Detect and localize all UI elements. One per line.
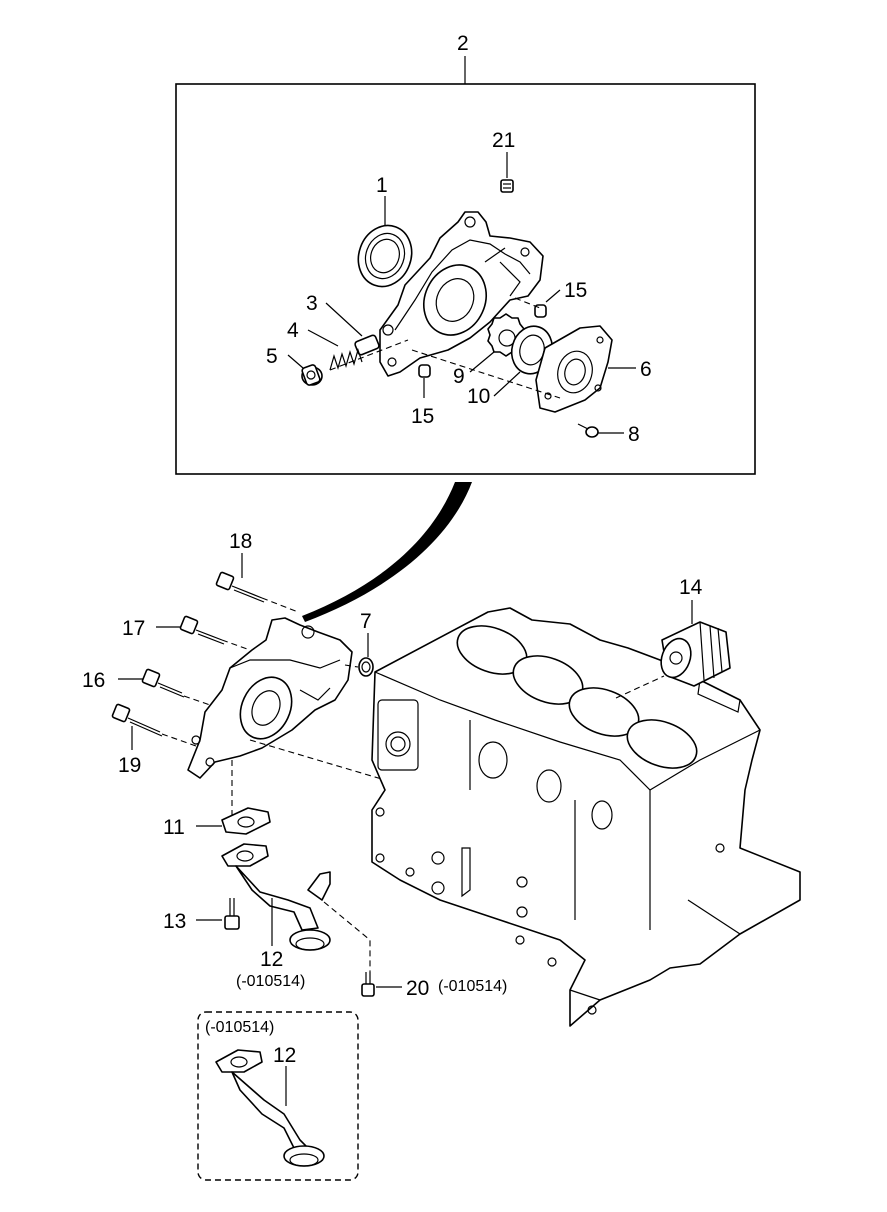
callout-11: 11 (163, 816, 185, 839)
callout-12-upper: 12 (260, 948, 283, 971)
callout-5: 5 (266, 345, 278, 368)
pump-cover-part-6 (535, 325, 613, 413)
alternate-strainer-inset (197, 1011, 359, 1181)
screw-part-8 (577, 423, 599, 438)
relief-valve-part-3 (354, 334, 380, 356)
engine-block (371, 607, 801, 1027)
relief-spring-part-4 (329, 347, 363, 371)
detail-pointer-arrow (302, 482, 472, 622)
gasket-part-11 (221, 807, 271, 835)
oil-strainer-part-12-alternate (215, 1049, 325, 1167)
callout-18: 18 (229, 530, 252, 553)
callout-19: 19 (118, 754, 141, 777)
oil-filter-part-14 (660, 621, 731, 687)
callout-2: 2 (457, 32, 469, 55)
callout-13: 13 (163, 910, 186, 933)
callout-17: 17 (122, 617, 145, 640)
dowel-pin-part-15-lower (418, 364, 431, 378)
callout-3: 3 (306, 292, 318, 315)
callout-10: 10 (467, 385, 490, 408)
bolt-part-19 (111, 703, 163, 737)
o-ring-part-7 (358, 657, 374, 677)
plug-part-21 (500, 179, 514, 193)
callout-8: 8 (628, 423, 640, 446)
callout-12-upper-note: (-010514) (236, 973, 305, 990)
callout-1: 1 (376, 174, 388, 197)
callout-7: 7 (360, 610, 372, 633)
callout-14: 14 (679, 576, 703, 599)
bolt-part-18 (215, 571, 265, 603)
callout-20-note: (-010514) (438, 978, 507, 995)
callout-15-upper: 15 (564, 279, 587, 302)
callout-6: 6 (640, 358, 652, 381)
bolt-part-20 (361, 972, 375, 997)
relief-plug-part-5 (301, 364, 323, 386)
callout-15-lower: 15 (411, 405, 434, 428)
callout-16: 16 (82, 669, 105, 692)
bolt-part-16 (141, 668, 185, 698)
oil-pump-housing-top (379, 211, 544, 377)
oil-strainer-part-12 (221, 843, 331, 951)
callout-12-lower: 12 (273, 1044, 296, 1067)
callout-21: 21 (492, 129, 515, 152)
oil-pump-housing-lower (187, 617, 353, 779)
callout-20: 20 (406, 977, 429, 1000)
bolt-part-13 (224, 898, 240, 930)
oil-seal-part-1 (357, 224, 413, 288)
dowel-pin-part-15-upper (534, 304, 547, 318)
callout-9: 9 (453, 365, 465, 388)
inset-note: (-010514) (205, 1019, 274, 1036)
bolt-part-17 (179, 615, 225, 645)
callout-4: 4 (287, 319, 299, 342)
